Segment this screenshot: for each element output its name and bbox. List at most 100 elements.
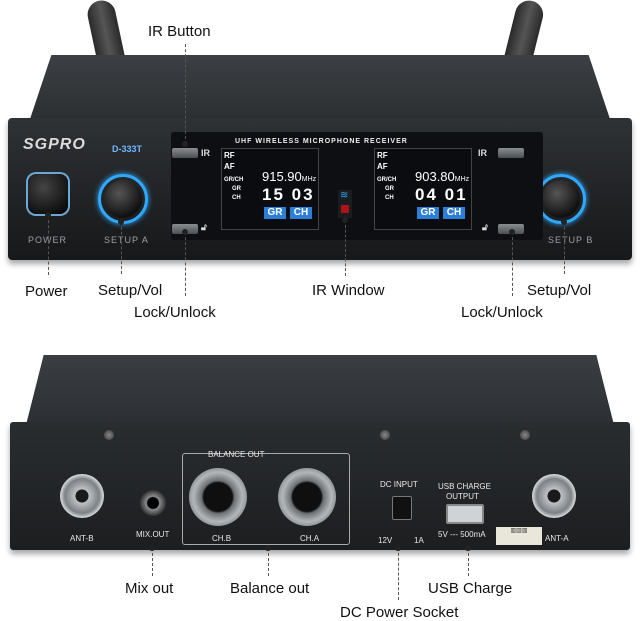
mix-out-jack[interactable]: [140, 490, 166, 516]
usb-charge-port[interactable]: [446, 504, 484, 524]
power-button[interactable]: [26, 172, 70, 216]
balance-out-label: BALANCE OUT: [208, 450, 265, 459]
leader-usb-charge: [468, 548, 469, 576]
callout-balance-out: Balance out: [230, 580, 310, 597]
lock-icon-b: 🔓︎: [482, 222, 488, 232]
leader-dot: [561, 219, 567, 225]
leader-dot: [182, 229, 188, 235]
callout-ir-button: IR Button: [148, 23, 211, 40]
leader-ir-button: [185, 44, 186, 144]
ir-label-b: IR: [478, 148, 487, 158]
brand-logo: SGPRO: [23, 136, 86, 153]
dc-rating-v: 12V: [378, 536, 393, 545]
usb-rating: 5V --- 500mA: [438, 530, 486, 539]
ir-button-b[interactable]: [498, 148, 524, 158]
leader-setup-left: [121, 222, 122, 274]
setup-a-knob[interactable]: [104, 180, 142, 218]
xlr-output-ch-b[interactable]: [189, 468, 247, 526]
leader-dc-power: [398, 548, 399, 600]
leader-setup-right: [564, 222, 565, 274]
ir-button-a[interactable]: [172, 148, 198, 158]
group-channel-readout: 15 03: [262, 185, 315, 204]
callout-power: Power: [25, 283, 68, 300]
ir-window: ≋: [338, 190, 352, 218]
xlr-output-ch-a[interactable]: [278, 468, 336, 526]
wifi-icon: ≋: [340, 190, 349, 201]
ant-b-label: ANT-B: [70, 534, 94, 543]
af-label: AF: [377, 162, 388, 171]
ant-a-label: ANT-A: [545, 534, 569, 543]
grch-label: GR/CH: [224, 177, 244, 183]
callout-dc-power-socket: DC Power Socket: [340, 604, 459, 621]
serial-sticker: ▥▥▥: [496, 527, 542, 545]
screw: [104, 430, 114, 440]
leader-dot: [395, 545, 401, 551]
frequency-value: 903.80: [415, 169, 455, 184]
rf-label: RF: [377, 151, 388, 160]
callout-usb-charge: USB Charge: [428, 580, 513, 597]
screw: [380, 430, 390, 440]
mix-out-label: MIX.OUT: [136, 530, 170, 539]
lock-icon-a: 🔓︎: [201, 222, 207, 232]
ch-label: CH: [232, 195, 241, 201]
display-banner: UHF WIRELESS MICROPHONE RECEIVER: [235, 138, 408, 145]
usb-title-line1: USB CHARGE: [438, 482, 491, 491]
lcd-screen-b: RF AF GR/CH GR CH 903.80MHz 04 01 GR CH: [374, 148, 472, 230]
antenna-a-connector[interactable]: [532, 474, 576, 518]
frequency-unit: MHz: [454, 176, 470, 183]
leader-dot: [342, 217, 348, 223]
power-label: POWER: [28, 235, 68, 245]
dc-input-label: DC INPUT: [380, 480, 418, 489]
callout-ir-window: IR Window: [312, 282, 385, 299]
setup-a-label: SETUP A: [104, 235, 149, 245]
ir-sensor: [341, 205, 349, 213]
gr-label: GR: [385, 186, 394, 192]
callout-lock-unlock-left: Lock/Unlock: [134, 304, 216, 321]
leader-dot: [45, 212, 51, 218]
front-unit-top: [28, 55, 612, 125]
rf-label: RF: [224, 151, 235, 160]
callout-setup-vol-right: Setup/Vol: [527, 282, 592, 299]
model-number: D-333T: [112, 144, 143, 154]
front-panel: SGPRO D-333T POWER SETUP A SETUP B UHF W…: [8, 118, 632, 260]
frequency-value: 915.90: [262, 169, 302, 184]
leader-dot: [118, 219, 124, 225]
frequency-unit: MHz: [301, 176, 317, 183]
grch-label: GR/CH: [377, 177, 397, 183]
ch-tag: CH: [290, 207, 312, 219]
leader-dot: [509, 229, 515, 235]
leader-lock-right: [512, 232, 513, 296]
balance-out-box: [182, 453, 350, 545]
ch-a-label: CH.A: [300, 534, 320, 543]
frequency-readout: 903.80MHz: [415, 169, 469, 184]
leader-dot: [265, 545, 271, 551]
screw: [520, 430, 530, 440]
ch-tag: CH: [443, 207, 465, 219]
dc-rating-a: 1A: [414, 536, 424, 545]
leader-ir-window: [345, 220, 346, 276]
ch-b-label: CH.B: [212, 534, 232, 543]
setup-b-label: SETUP B: [548, 235, 594, 245]
callout-setup-vol-left: Setup/Vol: [98, 282, 163, 299]
group-channel-readout: 04 01: [415, 185, 468, 204]
af-label: AF: [224, 162, 235, 171]
leader-dot: [182, 141, 188, 147]
antenna-b-connector[interactable]: [60, 474, 104, 518]
dc-power-socket[interactable]: [392, 496, 412, 520]
gr-label: GR: [232, 186, 241, 192]
gr-tag: GR: [264, 207, 286, 219]
leader-dot: [149, 545, 155, 551]
frequency-readout: 915.90MHz: [262, 169, 316, 184]
leader-dot: [465, 545, 471, 551]
setup-b-knob[interactable]: [542, 180, 580, 218]
leader-mix-out: [152, 548, 153, 576]
gr-tag: GR: [417, 207, 439, 219]
ir-label-a: IR: [201, 148, 210, 158]
leader-lock-left: [185, 232, 186, 296]
leader-power: [48, 215, 49, 275]
callout-lock-unlock-right: Lock/Unlock: [461, 304, 543, 321]
rear-unit-top: [26, 355, 614, 425]
lcd-screen-a: RF AF GR/CH GR CH 915.90MHz 15 03 GR CH: [221, 148, 319, 230]
ch-label: CH: [385, 195, 394, 201]
leader-balance-out: [268, 548, 269, 576]
